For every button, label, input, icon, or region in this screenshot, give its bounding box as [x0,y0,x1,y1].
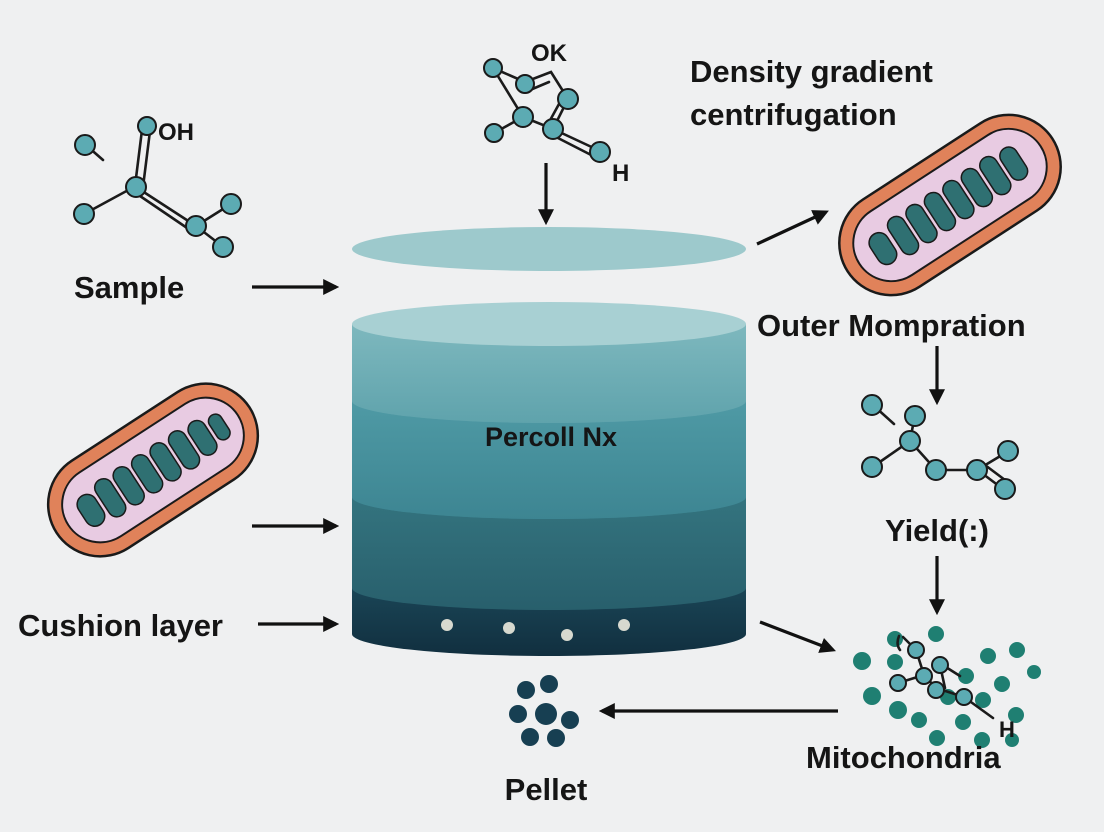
top-sample-disc [352,227,746,271]
middle-layer [352,401,746,519]
cushion-label: Cushion layer [18,608,223,643]
top-molecule: OK H [483,40,629,187]
outer-label: Outer Mompration [757,308,1026,343]
pellet-label: Pellet [505,772,588,807]
arrow-to-mito [759,620,836,653]
yield-label: Yield(:) [885,513,989,548]
yield-molecule [861,394,1019,500]
mitochondria-cluster: H [853,626,1041,748]
mitochondrion-right [838,113,1062,297]
lower-layer [352,497,746,610]
mitochondrion-left [46,382,260,558]
arrow-to-outer [756,210,829,246]
tube-top [352,302,746,346]
oh-label: OH [158,119,194,146]
title-line-1: Density gradient [690,54,933,89]
percoll-label: Percoll Nx [485,422,617,452]
sample-molecule: OH [73,116,242,258]
centrifuge-tube: Percoll Nx [352,227,746,656]
sample-label: Sample [74,270,184,305]
h-right-label: H [999,717,1015,742]
upper-layer [352,324,746,423]
title-line-2: centrifugation [690,97,897,132]
ok-label: OK [531,40,568,67]
h-top-label: H [612,160,629,187]
flow-arrows [252,163,945,719]
pellet-dots [509,675,579,747]
mitochondria-label: Mitochondria [806,740,1001,775]
